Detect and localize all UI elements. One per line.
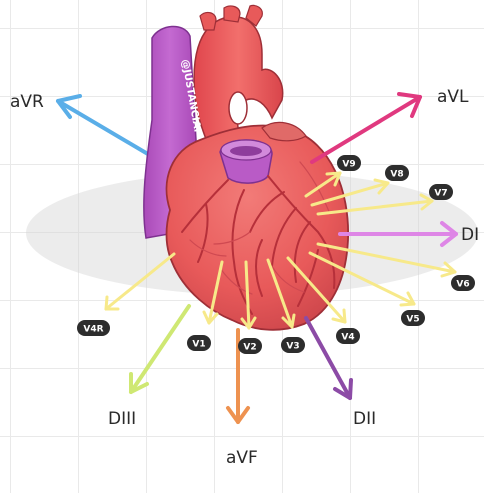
lead-label-avl: aVL <box>437 87 469 107</box>
svg-text:V2: V2 <box>243 343 256 353</box>
lead-label-avr: aVR <box>10 92 44 112</box>
avr-arrow <box>58 96 158 160</box>
badge-v4r: V4R <box>77 320 110 336</box>
badge-v2: V2 <box>238 338 262 354</box>
badge-v8: V8 <box>385 165 409 181</box>
avl-arrow <box>312 94 420 162</box>
lead-label-diii: DIII <box>108 409 136 429</box>
svg-text:V5: V5 <box>406 315 419 325</box>
svg-text:V1: V1 <box>192 340 205 350</box>
svg-text:V7: V7 <box>434 189 447 199</box>
badge-v6: V6 <box>451 275 475 291</box>
svg-text:V8: V8 <box>390 170 403 180</box>
lead-label-di: DI <box>461 225 479 245</box>
svg-text:V9: V9 <box>342 160 355 170</box>
svg-text:V6: V6 <box>456 280 469 290</box>
badge-v9: V9 <box>337 155 361 171</box>
svg-text:V3: V3 <box>286 342 299 352</box>
lead-label-dii: DII <box>353 409 376 429</box>
diii-arrow <box>131 306 189 392</box>
badge-v3: V3 <box>281 337 305 353</box>
lead-label-avf: aVF <box>226 448 258 468</box>
badge-v1: V1 <box>187 335 211 351</box>
svg-text:V4: V4 <box>341 333 354 343</box>
badge-v4: V4 <box>336 328 360 344</box>
badge-v7: V7 <box>429 184 453 200</box>
badge-v5: V5 <box>401 310 425 326</box>
svg-text:V4R: V4R <box>83 325 103 335</box>
